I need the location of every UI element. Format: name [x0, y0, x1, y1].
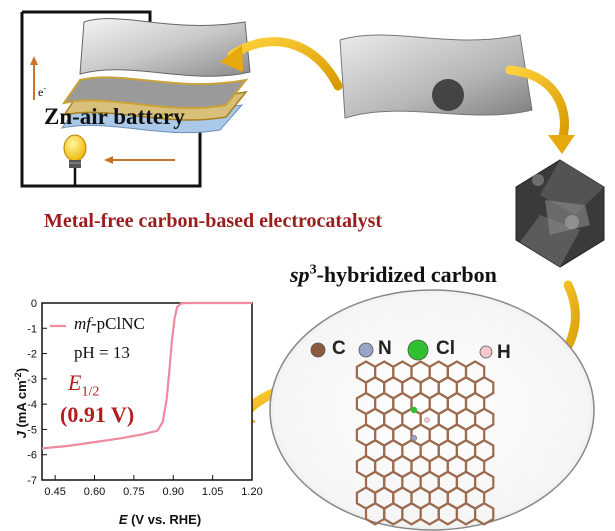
e-half-label: E1/2 [68, 370, 99, 400]
series-line [41, 301, 252, 450]
ylabel-sup: -2 [12, 372, 23, 381]
y-tick-label: -3 [27, 374, 37, 386]
y-tick-label: -7 [27, 475, 37, 487]
legend-label-n: N [378, 338, 392, 360]
hybrid-suffix: -hybridized carbon [316, 262, 497, 287]
electron-sup: - [43, 84, 46, 93]
ylabel-j: J [14, 431, 30, 439]
headline: Metal-free carbon-based electrocatalyst [44, 210, 382, 233]
x-tick-label: 0.60 [84, 486, 105, 498]
e-half-main: E [68, 370, 82, 395]
y-tick-label: -6 [27, 450, 37, 462]
legend-dot-c [310, 342, 326, 358]
legend-dot-h [479, 345, 493, 359]
y-tick-label: -5 [27, 424, 37, 436]
legend-label-cl: Cl [436, 338, 455, 360]
sample-italic: mf [74, 314, 91, 333]
x-tick-label: 0.45 [44, 486, 65, 498]
plot-frame [41, 302, 253, 481]
legend-dot-cl [407, 339, 429, 361]
atom-legend [310, 339, 493, 361]
h-atom [424, 417, 430, 423]
xlabel-e: E [118, 512, 128, 527]
x-tick-label: 0.75 [123, 486, 144, 498]
ph-text: pH = 13 [74, 343, 130, 362]
lsv-chart: 0 -1 -2 -3 -4 -5 -6 -7 0.45 0.60 0.75 0.90 1.05 1.20 [27, 298, 262, 498]
y-tick-label: -4 [27, 399, 37, 411]
legend-h-text: H [497, 342, 511, 363]
headline-text: Metal-free carbon-based electrocatalyst [44, 210, 383, 232]
carbon-lattice [355, 360, 495, 526]
legend-dot-n [358, 342, 374, 358]
hybrid-prefix: sp [290, 262, 310, 287]
hybrid-sup: 3 [309, 262, 317, 278]
battery-layers [60, 18, 251, 134]
e-half-value: (0.91 V) [60, 402, 134, 428]
tem-hexagon-image [515, 159, 605, 268]
ylabel-close: ) [14, 367, 30, 373]
y-tick-label: 0 [31, 298, 37, 310]
y-tick-label: -2 [27, 349, 37, 361]
battery-title-text: Zn-air battery [44, 104, 185, 129]
legend-label-h: H [497, 342, 511, 364]
carbon-sheet [339, 34, 533, 119]
bulb-icon [63, 134, 87, 186]
legend-n-text: N [378, 338, 392, 359]
sample-label: mf-pClNC [74, 314, 145, 334]
x-tick-label: 1.05 [202, 486, 223, 498]
electron-label: e- [38, 84, 46, 100]
battery-title: Zn-air battery [44, 104, 185, 130]
hybrid-label: sp3-hybridized carbon [290, 262, 497, 288]
legend-label-c: C [332, 338, 346, 360]
cl-atom [410, 406, 418, 414]
ylabel-rest: (mA cm [14, 380, 30, 432]
e-half-sub: 1/2 [81, 384, 100, 400]
x-tick-label: 1.20 [241, 486, 262, 498]
e-half-value-text: (0.91 V) [60, 402, 135, 427]
sample-rest: -pClNC [91, 314, 145, 333]
y-tick-label: -1 [27, 323, 37, 335]
legend-c-text: C [332, 338, 346, 359]
ph-label: pH = 13 [74, 343, 130, 363]
electron-e: e [38, 85, 44, 99]
legend-cl-text: Cl [436, 338, 455, 359]
lattice-ring [474, 502, 495, 526]
y-axis-label: J (mA cm-2) [13, 338, 29, 468]
x-tick-label: 0.90 [163, 486, 184, 498]
x-axis-label: E (V vs. RHE) [80, 512, 240, 527]
n-atom [410, 434, 418, 442]
xlabel-rest: (V vs. RHE) [127, 512, 202, 527]
